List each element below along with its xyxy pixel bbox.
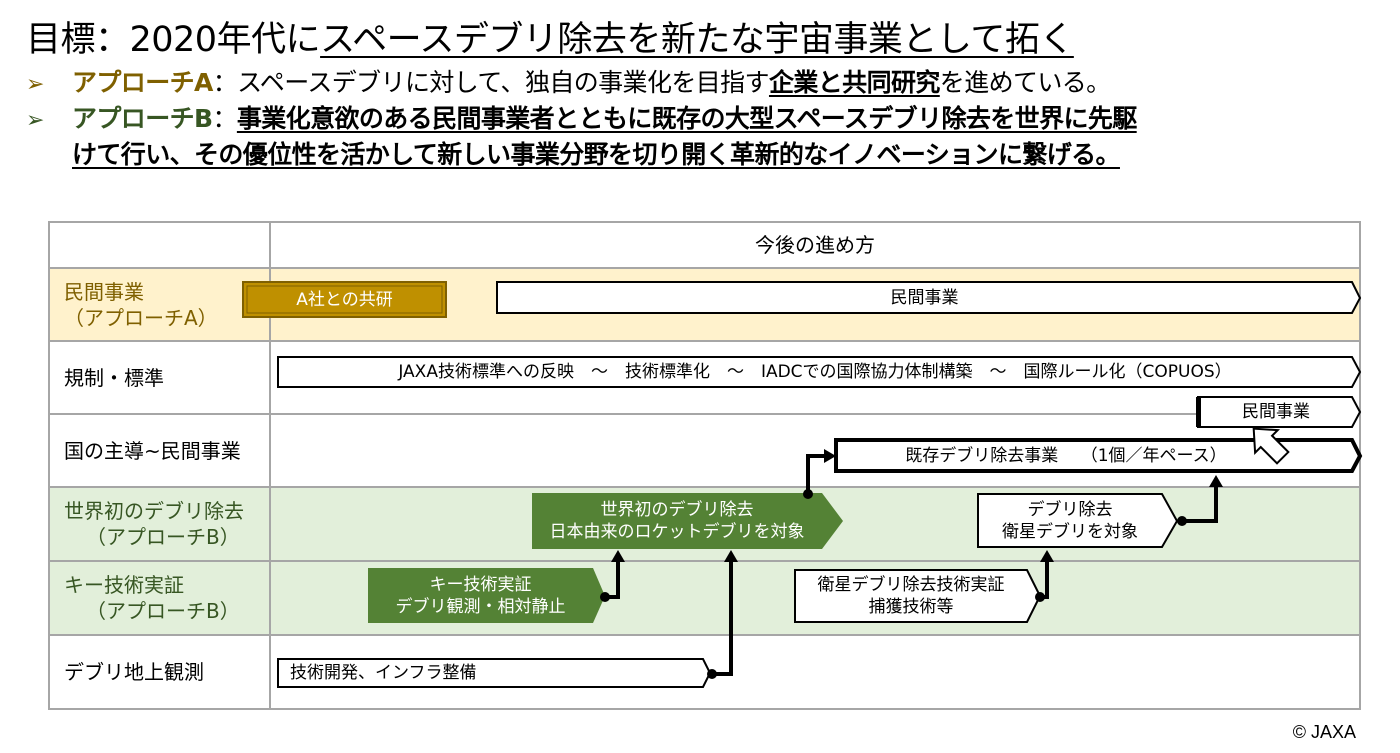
key-tech-label: キー技術実証 デブリ観測・相対静止 bbox=[395, 574, 566, 617]
table-header-title: 今後の進め方 bbox=[755, 233, 875, 257]
bullet-approach-a: ➢アプローチA：スペースデブリに対して、独自の事業化を目指す企業と共同研究を進め… bbox=[26, 66, 1111, 102]
joint-research-label: A社との共研 bbox=[296, 289, 393, 310]
arrow-bullet-icon: ➢ bbox=[26, 108, 44, 133]
title-goal: スペースデブリ除去を新たな宇宙事業として拓く bbox=[320, 20, 1074, 60]
table-header-row: 今後の進め方 bbox=[50, 223, 1359, 269]
ground-obs-label: 技術開発、インフラ整備 bbox=[290, 663, 477, 683]
approach-a-highlight: 企業と共同研究 bbox=[768, 68, 940, 97]
approach-b-label: アプローチB bbox=[72, 104, 213, 133]
private-business-gov-label: 民間事業 bbox=[1242, 402, 1310, 422]
row-label: 国の主導~民間事業 bbox=[50, 415, 271, 486]
title-prefix: 目標：2020年代に bbox=[26, 20, 321, 60]
approach-b-text-1: 事業化意欲のある民間事業者とともに既存の大型スペースデブリ除去を世界に先駆 bbox=[236, 104, 1137, 133]
arrow-bullet-icon: ➢ bbox=[26, 72, 44, 97]
world-first-label: 世界初のデブリ除去 日本由来のロケットデブリを対象 bbox=[549, 500, 805, 542]
row-label: 規制・標準 bbox=[50, 342, 271, 413]
private-business-label: 民間事業 bbox=[890, 287, 959, 308]
satellite-debris-tech-label: 衛星デブリ除去技術実証 捕獲技術等 bbox=[817, 575, 1005, 617]
row-label: キー技術実証 （アプローチB） bbox=[50, 562, 271, 634]
approach-a-label: アプローチA bbox=[72, 68, 213, 97]
copyright: © JAXA bbox=[1292, 722, 1356, 742]
approach-a-text: スペースデブリに対して、独自の事業化を目指す bbox=[237, 68, 769, 97]
row-label: デブリ地上観測 bbox=[50, 636, 271, 708]
table-row: 規制・標準 bbox=[50, 342, 1359, 415]
bullet-approach-b-cont: けて行い、その優位性を活かして新しい事業分野を切り開く革新的なイノベーションに繋… bbox=[72, 138, 1121, 172]
regulation-label: JAXA技術標準への反映 ～ 技術標準化 ～ IADCでの国際協力体制構築 ～ … bbox=[398, 362, 1232, 382]
existing-debris-business-label: 既存デブリ除去事業 （1個／年ペース） bbox=[905, 445, 1227, 466]
table-row: デブリ地上観測 bbox=[50, 636, 1359, 708]
header-empty-cell bbox=[50, 223, 271, 267]
satellite-debris-removal-label: デブリ除去 衛星デブリを対象 bbox=[1002, 499, 1138, 542]
table-row: キー技術実証 （アプローチB） bbox=[50, 562, 1359, 636]
table-row: 国の主導~民間事業 bbox=[50, 415, 1359, 488]
page-title: 目標：2020年代にスペースデブリ除去を新たな宇宙事業として拓く bbox=[26, 18, 1074, 62]
row-label: 世界初のデブリ除去 （アプローチB） bbox=[50, 488, 271, 560]
row-label: 民間事業 （アプローチA） bbox=[50, 269, 271, 340]
bullet-approach-b: ➢アプローチB：事業化意欲のある民間事業者とともに既存の大型スペースデブリ除去を… bbox=[26, 102, 1137, 138]
approach-b-text-2: けて行い、その優位性を活かして新しい事業分野を切り開く革新的なイノベーションに繋… bbox=[72, 140, 1121, 169]
